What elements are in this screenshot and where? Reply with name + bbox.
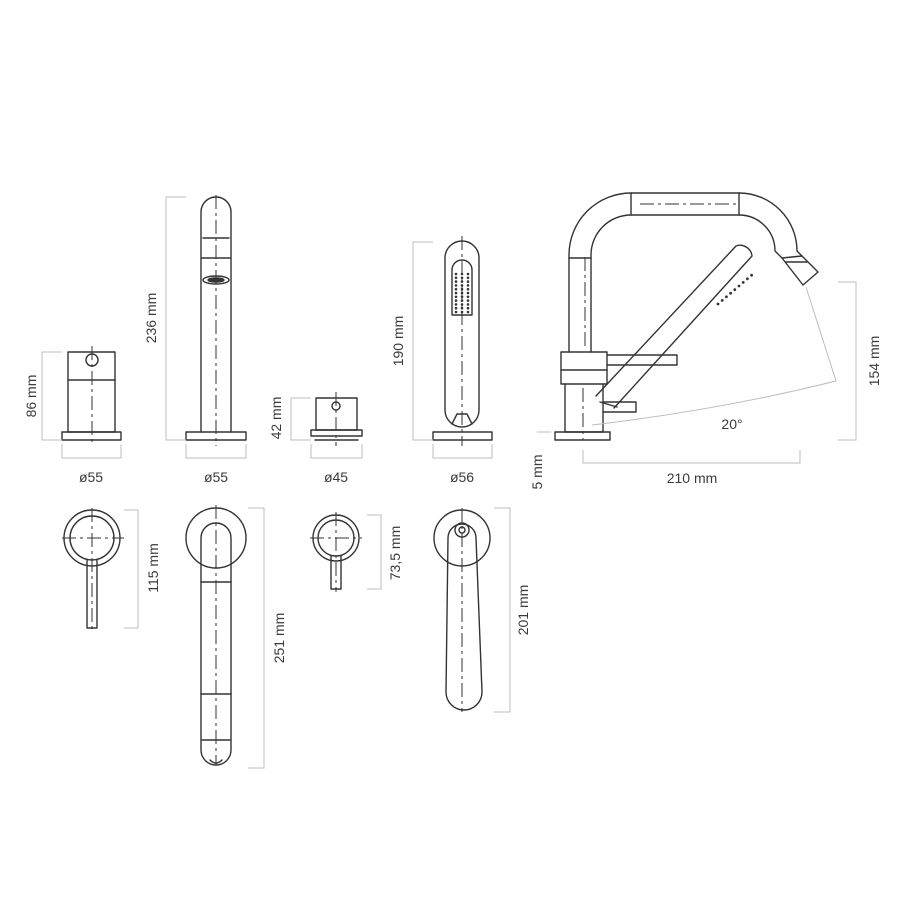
assembly-side-view — [554, 192, 819, 441]
spout-top-view — [185, 505, 247, 766]
side-shower-nozzles — [716, 273, 753, 306]
nozzle-dot — [454, 310, 458, 314]
nozzle-dot — [720, 299, 724, 302]
hand-shower-top-view — [433, 508, 491, 712]
spout-reach-dimension — [248, 507, 265, 769]
spout-front-view — [185, 195, 247, 446]
nozzle-dot — [454, 295, 458, 299]
nozzle-dot — [466, 280, 470, 283]
spout-diameter-dimension — [185, 444, 247, 459]
nozzle-dot — [454, 276, 458, 280]
nozzle-dot — [460, 299, 464, 302]
nozzle-dot — [466, 295, 470, 299]
diverter-front-view — [310, 392, 363, 446]
nozzle-dot — [460, 276, 464, 280]
mixer-height-label: 86 mm — [23, 375, 39, 418]
nozzle-dot — [466, 303, 470, 306]
nozzle-dot — [466, 299, 470, 302]
nozzle-dot — [729, 291, 732, 295]
diverter-height-dimension — [290, 397, 311, 441]
side-width-dimension — [582, 450, 801, 464]
nozzle-dot — [466, 272, 470, 276]
spout-height-dimension — [165, 196, 186, 441]
shower-diameter-dimension — [432, 444, 493, 459]
shower-height-label: 190 mm — [390, 316, 406, 367]
nozzle-dot — [741, 281, 745, 284]
angle-label: 20° — [721, 416, 742, 432]
hand-shower-front-view — [432, 236, 493, 446]
nozzle-dot — [466, 276, 470, 280]
mixer-top-view — [62, 508, 124, 632]
shower-diameter-label: ø56 — [450, 469, 474, 485]
nozzle-dot — [454, 303, 458, 306]
angle-arc — [591, 380, 837, 426]
mixer-height-dimension — [41, 351, 62, 441]
nozzle-dot — [737, 284, 741, 288]
nozzle-dot — [466, 291, 470, 295]
shower-length-label: 201 mm — [515, 585, 531, 636]
shower-length-dimension — [494, 507, 511, 713]
nozzle-dot — [725, 295, 728, 299]
mixer-front-view — [61, 346, 122, 446]
diverter-lever-dimension — [367, 514, 382, 590]
shower-height-dimension — [412, 241, 433, 441]
mixer-lever-label: 115 mm — [145, 543, 161, 593]
side-width-label: 210 mm — [667, 470, 718, 486]
nozzle-dot — [454, 306, 458, 310]
diverter-diameter-label: ø45 — [324, 469, 348, 485]
nozzle-dot — [466, 284, 470, 287]
nozzle-dot — [733, 288, 737, 291]
nozzle-dot — [454, 299, 458, 302]
side-height-dimension — [838, 281, 857, 441]
base-height-label: 5 mm — [529, 455, 545, 490]
spout-reach-label: 251 mm — [271, 613, 287, 664]
nozzle-dot — [454, 280, 458, 283]
angle-leg — [805, 286, 837, 382]
nozzle-dot — [750, 273, 753, 277]
side-height-label: 154 mm — [866, 336, 882, 387]
nozzle-dot — [460, 306, 464, 310]
mixer-diameter-dimension — [61, 444, 122, 459]
nozzle-dot — [466, 310, 470, 314]
spout-diameter-label: ø55 — [204, 469, 228, 485]
shower-nozzles — [454, 272, 470, 314]
diverter-lever-label: 73,5 mm — [387, 526, 403, 580]
nozzle-dot — [466, 287, 470, 291]
nozzle-dot — [466, 306, 470, 310]
nozzle-dot — [454, 287, 458, 291]
nozzle-dot — [454, 291, 458, 295]
diverter-top-view — [310, 512, 362, 592]
nozzle-dot — [454, 272, 458, 276]
nozzle-dot — [460, 284, 464, 287]
diverter-height-label: 42 mm — [268, 397, 284, 440]
spout-height-label: 236 mm — [143, 293, 159, 344]
nozzle-dot — [746, 277, 749, 281]
diverter-diameter-dimension — [310, 444, 363, 459]
nozzle-dot — [716, 302, 720, 306]
mixer-diameter-label: ø55 — [79, 469, 103, 485]
nozzle-dot — [454, 284, 458, 287]
mixer-lever-dimension — [124, 509, 139, 629]
